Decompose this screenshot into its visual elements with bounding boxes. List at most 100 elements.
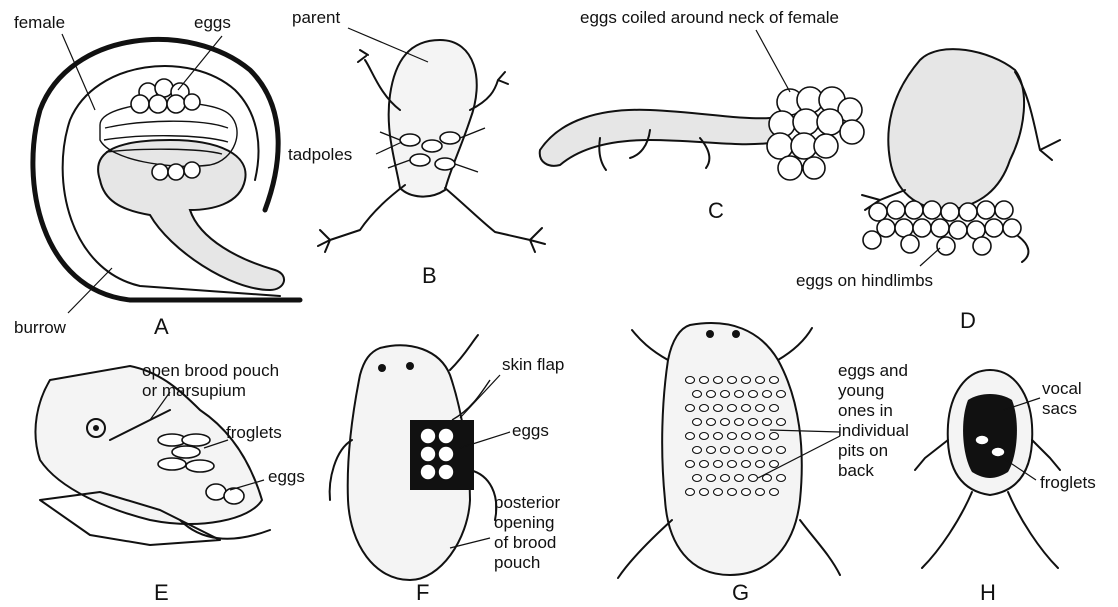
label-froglets-h: froglets xyxy=(1040,473,1096,492)
label-g-back: back xyxy=(838,461,874,480)
panel-e: open brood pouch or marsupium froglets e… xyxy=(35,361,304,605)
panel-letter-e: E xyxy=(154,580,169,605)
pit xyxy=(770,461,779,468)
label-pouch: pouch xyxy=(494,553,540,572)
pit xyxy=(735,419,744,426)
pit xyxy=(693,475,702,482)
label-sacs: sacs xyxy=(1042,399,1077,418)
label-tadpoles: tadpoles xyxy=(288,145,352,164)
panel-f: skin flap eggs posterior opening of broo… xyxy=(330,335,565,605)
pit xyxy=(770,489,779,496)
label-female: female xyxy=(14,13,65,32)
label-opening: opening xyxy=(494,513,555,532)
pit xyxy=(700,405,709,412)
panel-letter-d: D xyxy=(960,308,976,333)
panel-letter-b: B xyxy=(422,263,437,288)
pit xyxy=(714,461,723,468)
pit xyxy=(693,447,702,454)
panel-a: female eggs burrow A xyxy=(14,13,300,339)
pit xyxy=(714,489,723,496)
pit xyxy=(742,405,751,412)
panel-letter-h: H xyxy=(980,580,996,605)
pit xyxy=(700,489,709,496)
label-g-pits-on: pits on xyxy=(838,441,888,460)
label-burrow: burrow xyxy=(14,318,67,337)
pit xyxy=(742,461,751,468)
label-eggs-e: eggs xyxy=(268,467,305,486)
pit xyxy=(735,447,744,454)
pit xyxy=(686,405,695,412)
label-eggs-a: eggs xyxy=(194,13,231,32)
panel-letter-g: G xyxy=(732,580,749,605)
pit xyxy=(756,433,765,440)
pit xyxy=(756,377,765,384)
panel-b: parent tadpoles B xyxy=(288,8,545,288)
pit xyxy=(749,391,758,398)
pit xyxy=(749,475,758,482)
label-open-brood-pouch: open brood pouch xyxy=(142,361,279,380)
pit xyxy=(728,405,737,412)
label-parent: parent xyxy=(292,8,340,27)
pit xyxy=(714,433,723,440)
pit xyxy=(777,447,786,454)
pit xyxy=(686,489,695,496)
toad-body-d xyxy=(888,49,1024,210)
pit xyxy=(756,405,765,412)
pit xyxy=(714,377,723,384)
pit xyxy=(777,419,786,426)
pit xyxy=(700,461,709,468)
panel-c: eggs coiled around neck of female C xyxy=(540,8,864,223)
pit xyxy=(735,475,744,482)
pit xyxy=(686,433,695,440)
label-g-young: young xyxy=(838,381,884,400)
pit xyxy=(728,433,737,440)
label-eggs-f: eggs xyxy=(512,421,549,440)
pit xyxy=(707,447,716,454)
pit xyxy=(721,475,730,482)
pit xyxy=(763,447,772,454)
label-g-individual: individual xyxy=(838,421,909,440)
pit xyxy=(749,419,758,426)
pit xyxy=(707,419,716,426)
pit xyxy=(777,475,786,482)
label-posterior: posterior xyxy=(494,493,560,512)
pit xyxy=(693,391,702,398)
pit xyxy=(763,419,772,426)
pit xyxy=(686,461,695,468)
pit xyxy=(735,391,744,398)
pit xyxy=(756,461,765,468)
label-froglets-e: froglets xyxy=(226,423,282,442)
panel-h: vocal sacs froglets H xyxy=(915,370,1096,605)
pit xyxy=(707,475,716,482)
label-eggs-hindlimbs: eggs on hindlimbs xyxy=(796,271,933,290)
panel-letter-a: A xyxy=(154,314,169,339)
egg-cluster-d xyxy=(863,201,1021,255)
pit xyxy=(742,433,751,440)
label-g-ones-in: ones in xyxy=(838,401,893,420)
pit xyxy=(693,419,702,426)
pit xyxy=(728,461,737,468)
pit xyxy=(686,377,695,384)
pit xyxy=(721,391,730,398)
egg-cluster-c xyxy=(767,87,864,180)
pit xyxy=(728,489,737,496)
pit xyxy=(770,433,779,440)
pit xyxy=(763,391,772,398)
panel-g: eggs and young ones in individual pits o… xyxy=(618,323,909,605)
frog-body-b xyxy=(389,40,477,197)
pits-g xyxy=(686,377,786,496)
pit xyxy=(728,377,737,384)
pit xyxy=(700,433,709,440)
label-of-brood: of brood xyxy=(494,533,556,552)
vocal-sacs-h xyxy=(963,394,1017,478)
label-or-marsupium: or marsupium xyxy=(142,381,246,400)
label-g-eggs-and: eggs and xyxy=(838,361,908,380)
label-eggs-neck: eggs coiled around neck of female xyxy=(580,8,839,27)
pit xyxy=(714,405,723,412)
salamander-body xyxy=(540,110,778,166)
pit xyxy=(749,447,758,454)
pit xyxy=(721,447,730,454)
pit xyxy=(770,377,779,384)
